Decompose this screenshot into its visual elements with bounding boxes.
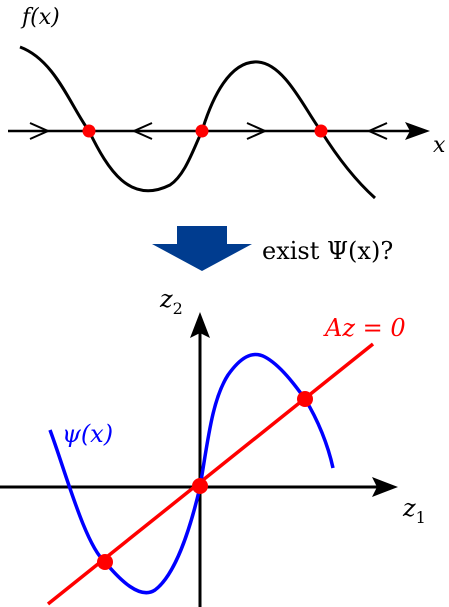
intersection-point-3	[297, 391, 313, 407]
z2-label-main: z	[159, 285, 173, 313]
down-arrow-icon	[152, 226, 252, 271]
az-zero-label: Az = 0	[323, 314, 406, 342]
z2-axis-arrowhead	[190, 312, 210, 338]
exist-psi-question: exist Ψ(x)?	[262, 237, 393, 265]
psi-of-x-curve	[48, 352, 335, 595]
flow-arrow-left-2	[366, 122, 388, 140]
z2-axis-label: z2	[159, 285, 183, 318]
top-x-axis-arrowhead	[405, 122, 430, 140]
psi-of-x-label: ψ(x)	[62, 420, 113, 448]
z1-axis-arrowhead	[372, 477, 398, 497]
z1-axis-label: z1	[402, 494, 426, 527]
f-of-x-label: f(x)	[20, 5, 60, 30]
intersection-point-1	[97, 554, 113, 570]
fixed-point-2	[195, 124, 209, 138]
f-of-x-curve	[19, 45, 377, 200]
flow-arrow-right-1	[29, 122, 51, 140]
top-x-axis-label: x	[433, 133, 446, 158]
z1-label-subscript: 1	[416, 508, 426, 527]
z1-label-main: z	[402, 494, 416, 522]
fixed-point-1	[82, 124, 96, 138]
intersection-point-2	[192, 478, 208, 494]
fixed-point-3	[314, 124, 328, 138]
flow-arrow-right-2	[246, 122, 268, 140]
z2-label-subscript: 2	[173, 299, 183, 318]
flow-arrow-left-1	[131, 122, 153, 140]
az-zero-line	[46, 342, 375, 606]
